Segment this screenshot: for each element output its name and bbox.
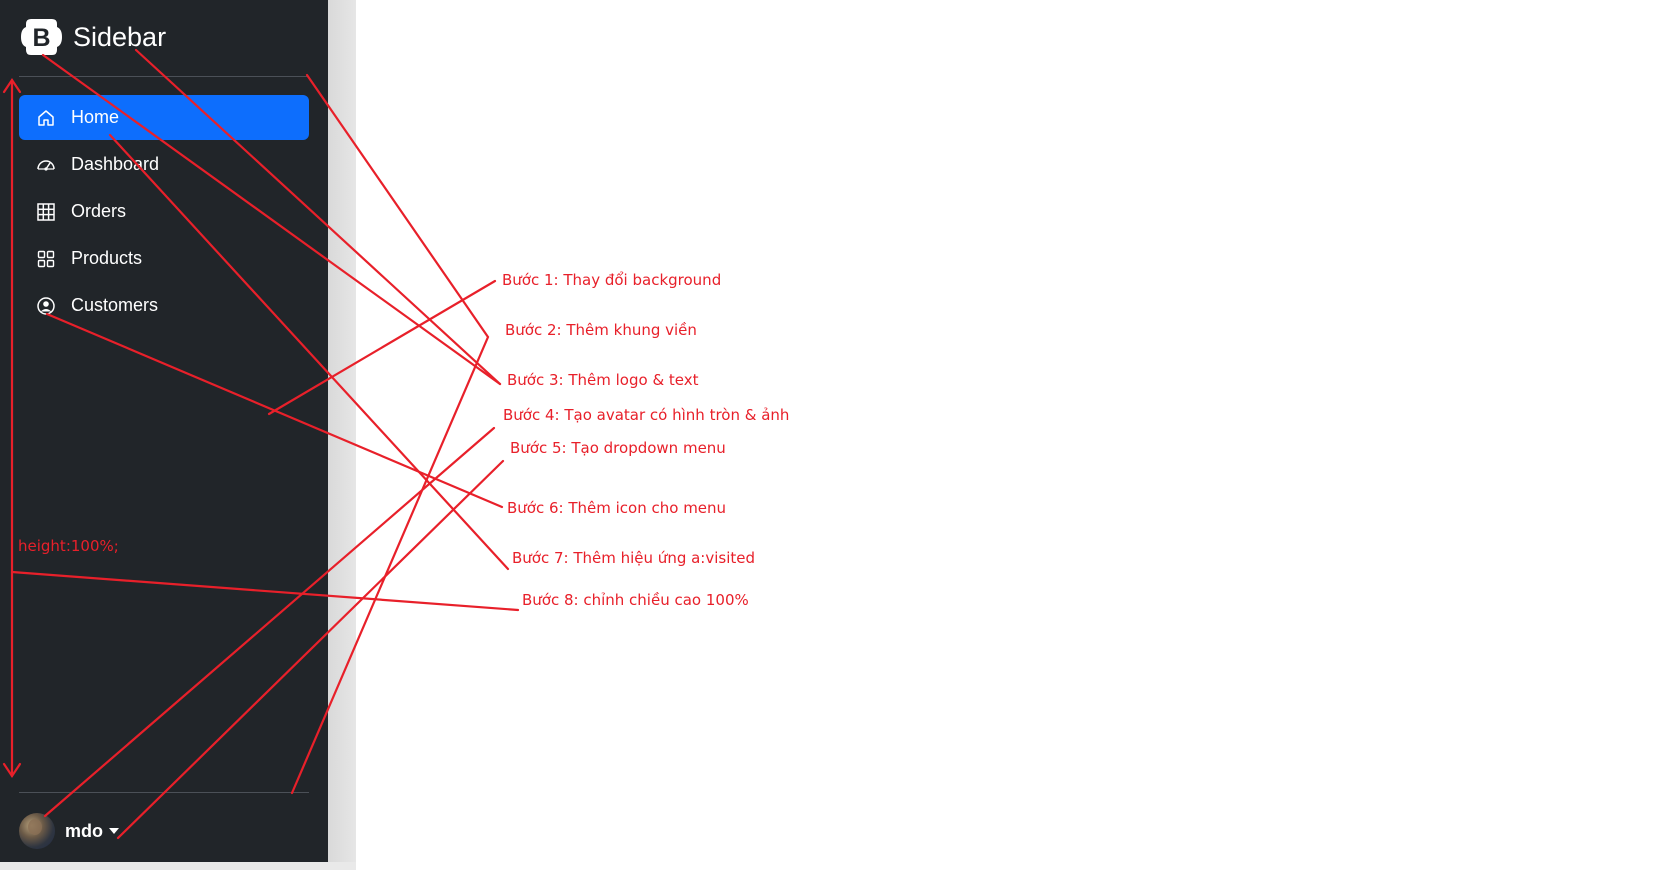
sidebar-divider-bottom xyxy=(19,792,309,793)
annotation-step-6: Bước 6: Thêm icon cho menu xyxy=(507,499,727,517)
sidebar-item-label: Orders xyxy=(71,201,127,221)
brand-title: Sidebar xyxy=(73,21,167,52)
sidebar-item-products[interactable]: Products xyxy=(19,236,309,281)
bottom-strip xyxy=(0,862,356,870)
sidebar-item-label: Customers xyxy=(71,295,159,315)
bootstrap-logo-icon: B xyxy=(19,17,64,57)
user-name: mdo xyxy=(65,820,103,841)
sidebar-item-label: Dashboard xyxy=(71,154,160,174)
sidebar-item-dashboard[interactable]: Dashboard xyxy=(19,142,309,187)
sidebar-item-label: Products xyxy=(71,248,143,268)
sidebar-item-home[interactable]: Home xyxy=(19,95,309,140)
annotation-step-2: Bước 2: Thêm khung viền xyxy=(505,321,697,339)
sidebar-nav: Home Dashboard Orders Products xyxy=(19,95,309,330)
logo-letter: B xyxy=(32,24,50,52)
speedometer-icon xyxy=(36,155,56,175)
sidebar: B Sidebar Home Dashboard xyxy=(0,0,328,862)
sidebar-brand[interactable]: B Sidebar xyxy=(19,17,166,57)
annotation-height-label: height:100%; xyxy=(18,537,119,555)
grid-icon xyxy=(36,249,56,269)
sidebar-divider-top xyxy=(19,76,309,77)
sidebar-item-orders[interactable]: Orders xyxy=(19,189,309,234)
annotation-step-8: Bước 8: chỉnh chiều cao 100% xyxy=(522,591,749,609)
table-icon xyxy=(36,202,56,222)
annotation-step-1: Bước 1: Thay đổi background xyxy=(502,271,722,289)
caret-down-icon xyxy=(109,828,119,834)
annotation-step-3: Bước 3: Thêm logo & text xyxy=(507,371,699,389)
annotation-step-7: Bước 7: Thêm hiệu ứng a:visited xyxy=(512,549,756,567)
person-circle-icon xyxy=(36,296,56,316)
avatar xyxy=(19,813,55,849)
user-dropdown-toggle[interactable]: mdo xyxy=(19,812,119,850)
annotation-step-4: Bước 4: Tạo avatar có hình tròn & ảnh xyxy=(503,406,790,424)
sidebar-item-label: Home xyxy=(71,107,120,127)
sidebar-shadow xyxy=(328,0,356,862)
annotation-step-5: Bước 5: Tạo dropdown menu xyxy=(510,439,726,457)
sidebar-item-customers[interactable]: Customers xyxy=(19,283,309,328)
home-icon xyxy=(36,108,56,128)
